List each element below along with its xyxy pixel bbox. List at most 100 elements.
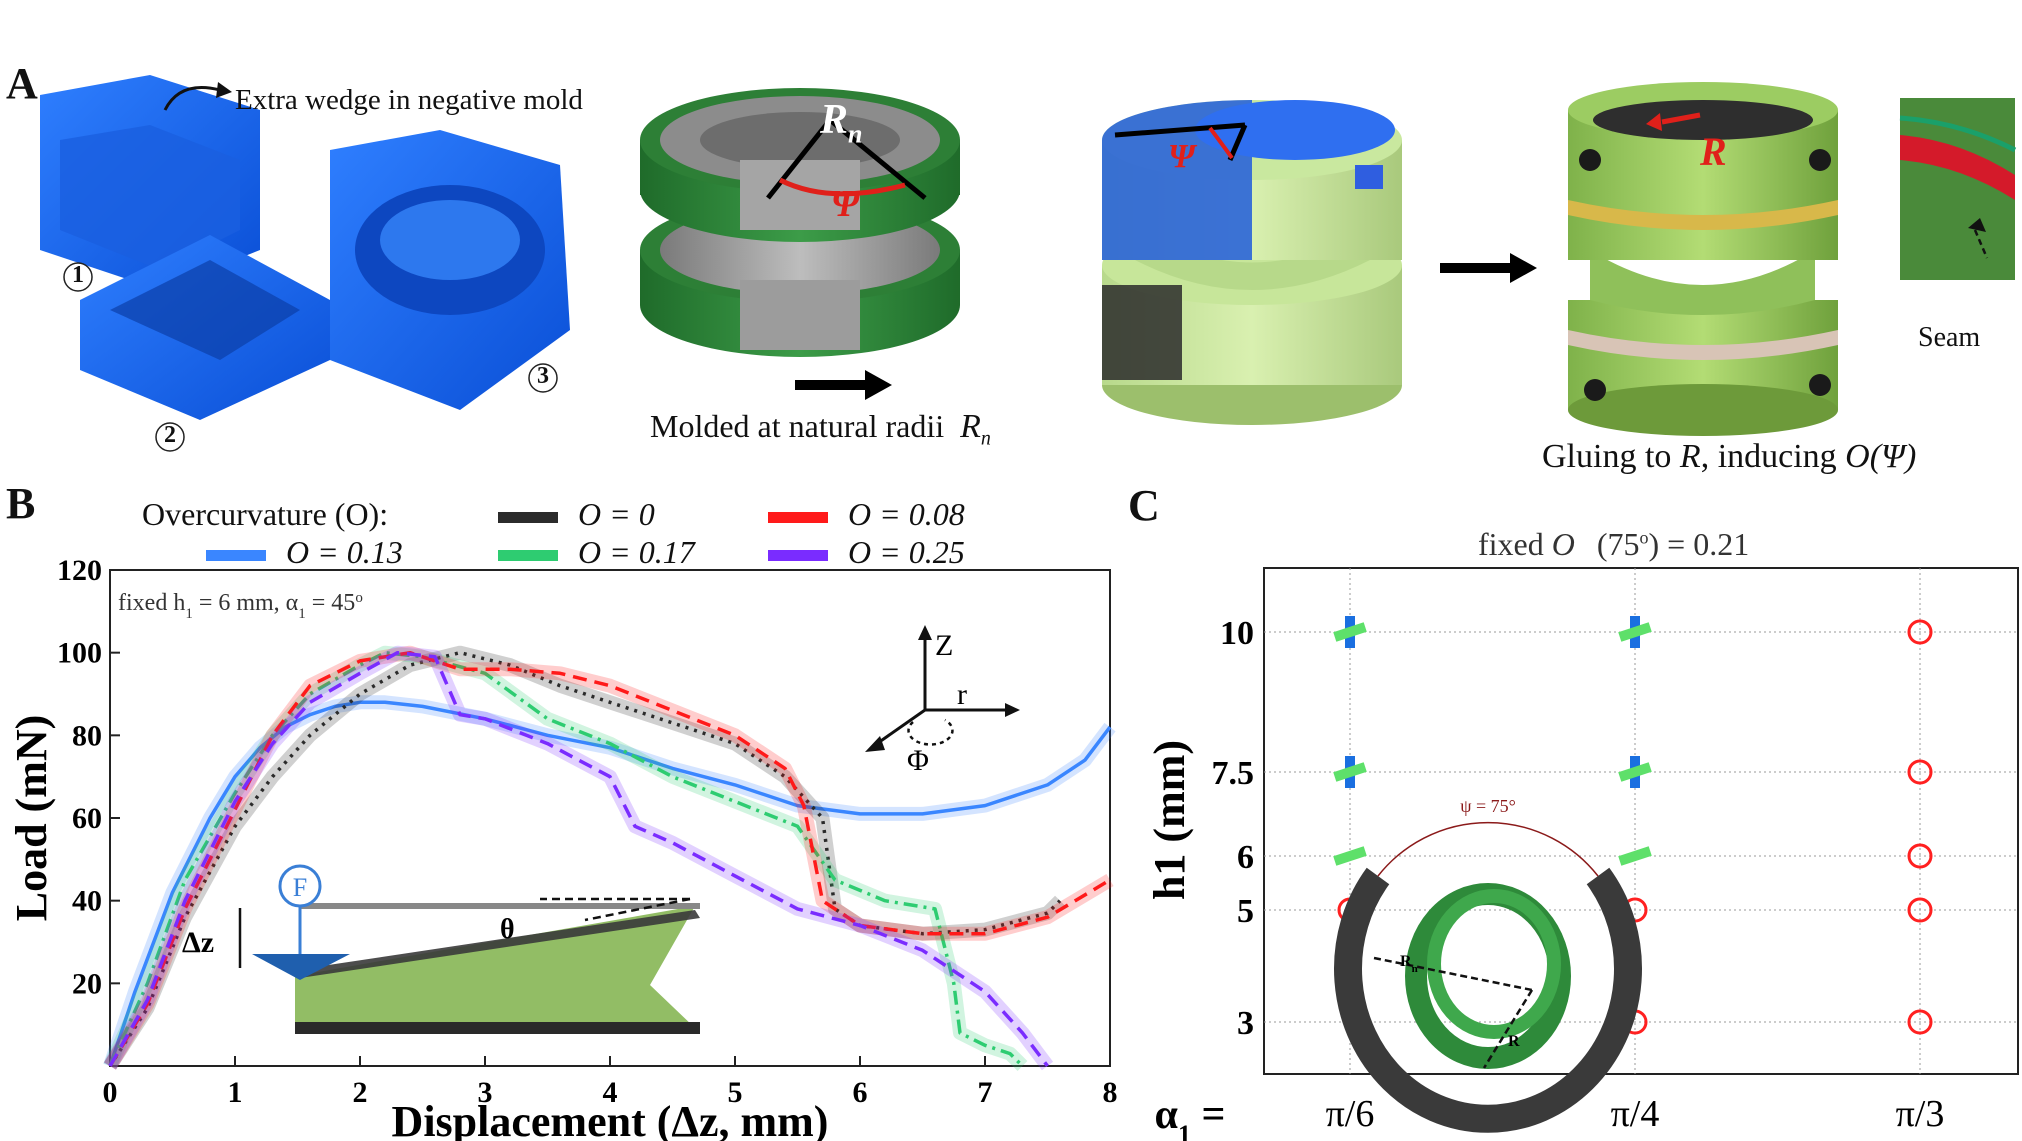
- axis-rotation-arc: [907, 718, 954, 746]
- molded-caption: Molded at natural radii Rn: [650, 408, 991, 450]
- axis-phi-label: Φ: [907, 744, 929, 777]
- panel-c-title-suffix: (75: [1596, 526, 1640, 562]
- y-tick-label-c: 10: [1220, 615, 1254, 652]
- y-tick-label-c: 5: [1237, 893, 1254, 930]
- y-tick-label: 20: [72, 967, 102, 1000]
- panel-c-title-sup: o: [1639, 527, 1649, 548]
- x-tick-label: 6: [853, 1076, 868, 1109]
- y-tick-label-c: 7.5: [1212, 755, 1255, 792]
- legend-swatch-o025: [768, 550, 828, 562]
- x-category-label: π/4: [1611, 1093, 1660, 1135]
- marker-green-bar: [1333, 622, 1367, 642]
- y-axis-label: Load (mN): [7, 715, 56, 922]
- rn-subscript: n: [848, 119, 863, 149]
- inset-r-label: R: [1508, 1033, 1520, 1050]
- seam-label: Seam: [1918, 322, 1981, 353]
- y-tick-label: 80: [72, 719, 102, 752]
- panel-b-letter: B: [6, 479, 36, 528]
- series-line-0: [108, 700, 1112, 1067]
- marker-green-bar: [1618, 762, 1652, 782]
- legend-swatch-o013: [206, 550, 266, 562]
- marker-green-bar: [1333, 762, 1367, 782]
- inset-wedge: [295, 906, 695, 1028]
- x-tick-label: 8: [1103, 1076, 1118, 1109]
- x-axis-label: Displacement (Δz, mm): [392, 1097, 829, 1141]
- x-tick-label: 7: [978, 1076, 993, 1109]
- x-tick-label: 1: [228, 1076, 243, 1109]
- fixed-note-part: = 45: [306, 590, 356, 616]
- y-axis-label-c: h1 (mm): [1145, 740, 1194, 900]
- inset-dz-label: Δz: [182, 926, 214, 959]
- x-tick-label: 2: [353, 1076, 368, 1109]
- fixed-note-part: 1: [298, 606, 306, 622]
- alpha-label: α1 =: [1155, 1092, 1226, 1141]
- y-tick-label: 40: [72, 885, 102, 918]
- x-tick-label: 5: [728, 1076, 743, 1109]
- gluing-caption: Gluing to R, inducing O(Ψ): [1542, 438, 1916, 476]
- legend-swatch-o017: [498, 550, 558, 562]
- molded-caption-text: Molded at natural radii: [650, 408, 945, 444]
- inset-r-line: [1482, 989, 1534, 1069]
- panel-c-title-symbol: O: [1551, 526, 1575, 562]
- molded-caption-symbol: R: [960, 408, 981, 445]
- axis-phi-arrow: [874, 708, 926, 747]
- legend-swatch-o008: [768, 512, 828, 524]
- y-tick-label: 120: [57, 560, 102, 587]
- alpha-label-part: =: [1191, 1092, 1225, 1138]
- legend-swatch-o0: [498, 512, 558, 524]
- inset-psi-arc: [1377, 821, 1599, 877]
- gluing-caption-func: O(Ψ): [1845, 438, 1917, 475]
- inset-rn-part: n: [1412, 963, 1418, 975]
- x-tick-label: 0: [103, 1076, 118, 1109]
- mold-annotation: Extra wedge in negative mold: [235, 84, 583, 116]
- legend-title: Overcurvature (O):: [142, 496, 389, 532]
- molded-sample-photo: [1102, 100, 1402, 425]
- x-tick-label: 4: [603, 1076, 618, 1109]
- rings-render: [640, 88, 960, 357]
- inset-platen: [252, 954, 350, 980]
- inset-psi-label: ψ = 75°: [1460, 796, 1516, 816]
- marker-unstable: [1907, 897, 1933, 923]
- x-category-label: π/3: [1896, 1093, 1945, 1135]
- series-band-4: [103, 645, 1054, 1071]
- psi-label-photo: Ψ: [1168, 138, 1196, 175]
- legend-label-o017: O = 0.17: [578, 534, 695, 570]
- y-tick-label-c: 3: [1237, 1005, 1254, 1042]
- marker-green-bar: [1618, 622, 1652, 642]
- plot-frame-c: [1263, 567, 2019, 1075]
- fixed-note-part: 1: [185, 606, 193, 622]
- legend-item-o025: O = 0.25: [768, 534, 965, 571]
- legend-label-o025: O = 0.25: [848, 534, 965, 570]
- legend-label-o013: O = 0.13: [286, 534, 403, 570]
- marker-green-bar: [1618, 846, 1652, 866]
- panel-c-title: fixed O (75o) = 0.21: [1478, 526, 1749, 563]
- marker-green-bar: [1333, 846, 1367, 866]
- fixed-note: fixed h1 = 6 mm, α1 = 45o: [118, 590, 363, 622]
- y-tick-label: 60: [72, 802, 102, 835]
- marker-unstable: [1907, 843, 1933, 869]
- alpha-label-part: α: [1155, 1092, 1179, 1138]
- inset-force-circle: [278, 864, 322, 908]
- legend-item-o008: O = 0.08: [768, 496, 965, 533]
- marker-unstable: [1907, 759, 1933, 785]
- inset-rn-label: Rn: [1400, 953, 1418, 975]
- alpha-label-part: 1: [1178, 1120, 1191, 1141]
- psi-label-render: Ψ: [830, 183, 861, 225]
- inset-theta-line: [584, 897, 691, 922]
- axis-r-label: r: [957, 678, 967, 711]
- glued-sample-photo: [1568, 82, 2017, 436]
- inset-base: [295, 1022, 700, 1034]
- y-tick-label: 100: [57, 637, 102, 670]
- gluing-caption-prefix: Gluing to: [1542, 438, 1672, 475]
- inset-outer-ring: [1334, 867, 1642, 1133]
- rn-symbol: R: [820, 97, 849, 143]
- mold-number-2: 2: [164, 422, 176, 448]
- panel-c-title-prefix: fixed: [1478, 526, 1544, 562]
- series-line-3: [108, 650, 1111, 1067]
- fixed-note-part: = 6 mm, α: [193, 590, 299, 616]
- panel-c-title-end: ) = 0.21: [1648, 526, 1750, 562]
- axis-z-head: [918, 625, 932, 640]
- marker-unstable: [1907, 619, 1933, 645]
